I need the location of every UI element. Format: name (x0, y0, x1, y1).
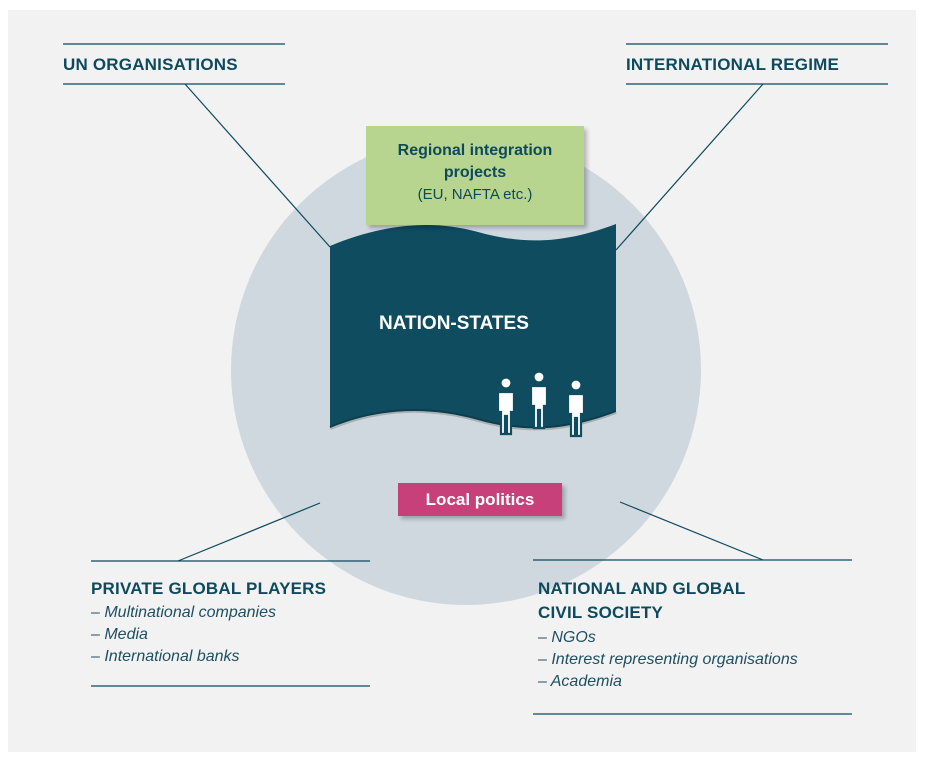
nation-states-label: NATION-STATES (379, 313, 529, 334)
international-regime-label: INTERNATIONAL REGIME (626, 55, 840, 74)
civil-society-title-line2: CIVIL SOCIETY (538, 603, 664, 622)
civil-society-list: – NGOs – Interest representing organisat… (538, 627, 798, 693)
list-item: – Academia (538, 673, 622, 690)
person-icon (566, 378, 586, 438)
private-global-players-list: – Multinational companies – Media – Inte… (91, 602, 276, 668)
connector-ir (615, 83, 764, 251)
person-icon (529, 370, 549, 430)
list-item: – International banks (91, 648, 240, 665)
list-item: – Interest representing organisations (538, 651, 798, 668)
list-item: – Multinational companies (91, 604, 276, 621)
person-icon (496, 376, 516, 436)
private-global-players-title: PRIVATE GLOBAL PLAYERS (91, 579, 327, 598)
diagram-canvas: UN ORGANISATIONS INTERNATIONAL REGIME Re… (8, 10, 916, 752)
list-item: – NGOs (538, 629, 596, 646)
regional-title-line1: Regional integration (397, 142, 553, 159)
connector-civil (619, 501, 764, 561)
connector-un (184, 83, 331, 248)
regional-subtitle: (EU, NAFTA etc.) (417, 186, 533, 203)
un-organisations-label: UN ORGANISATIONS (63, 55, 238, 74)
regional-title-line2: projects (443, 164, 507, 181)
connector-private (177, 502, 321, 562)
civil-society-title-line1: NATIONAL AND GLOBAL (538, 579, 746, 598)
local-politics-box: Local politics (398, 483, 562, 516)
diagram-graphics (63, 43, 888, 715)
list-item: – Media (91, 626, 148, 643)
regional-integration-box: Regional integration projects (EU, NAFTA… (366, 126, 584, 225)
